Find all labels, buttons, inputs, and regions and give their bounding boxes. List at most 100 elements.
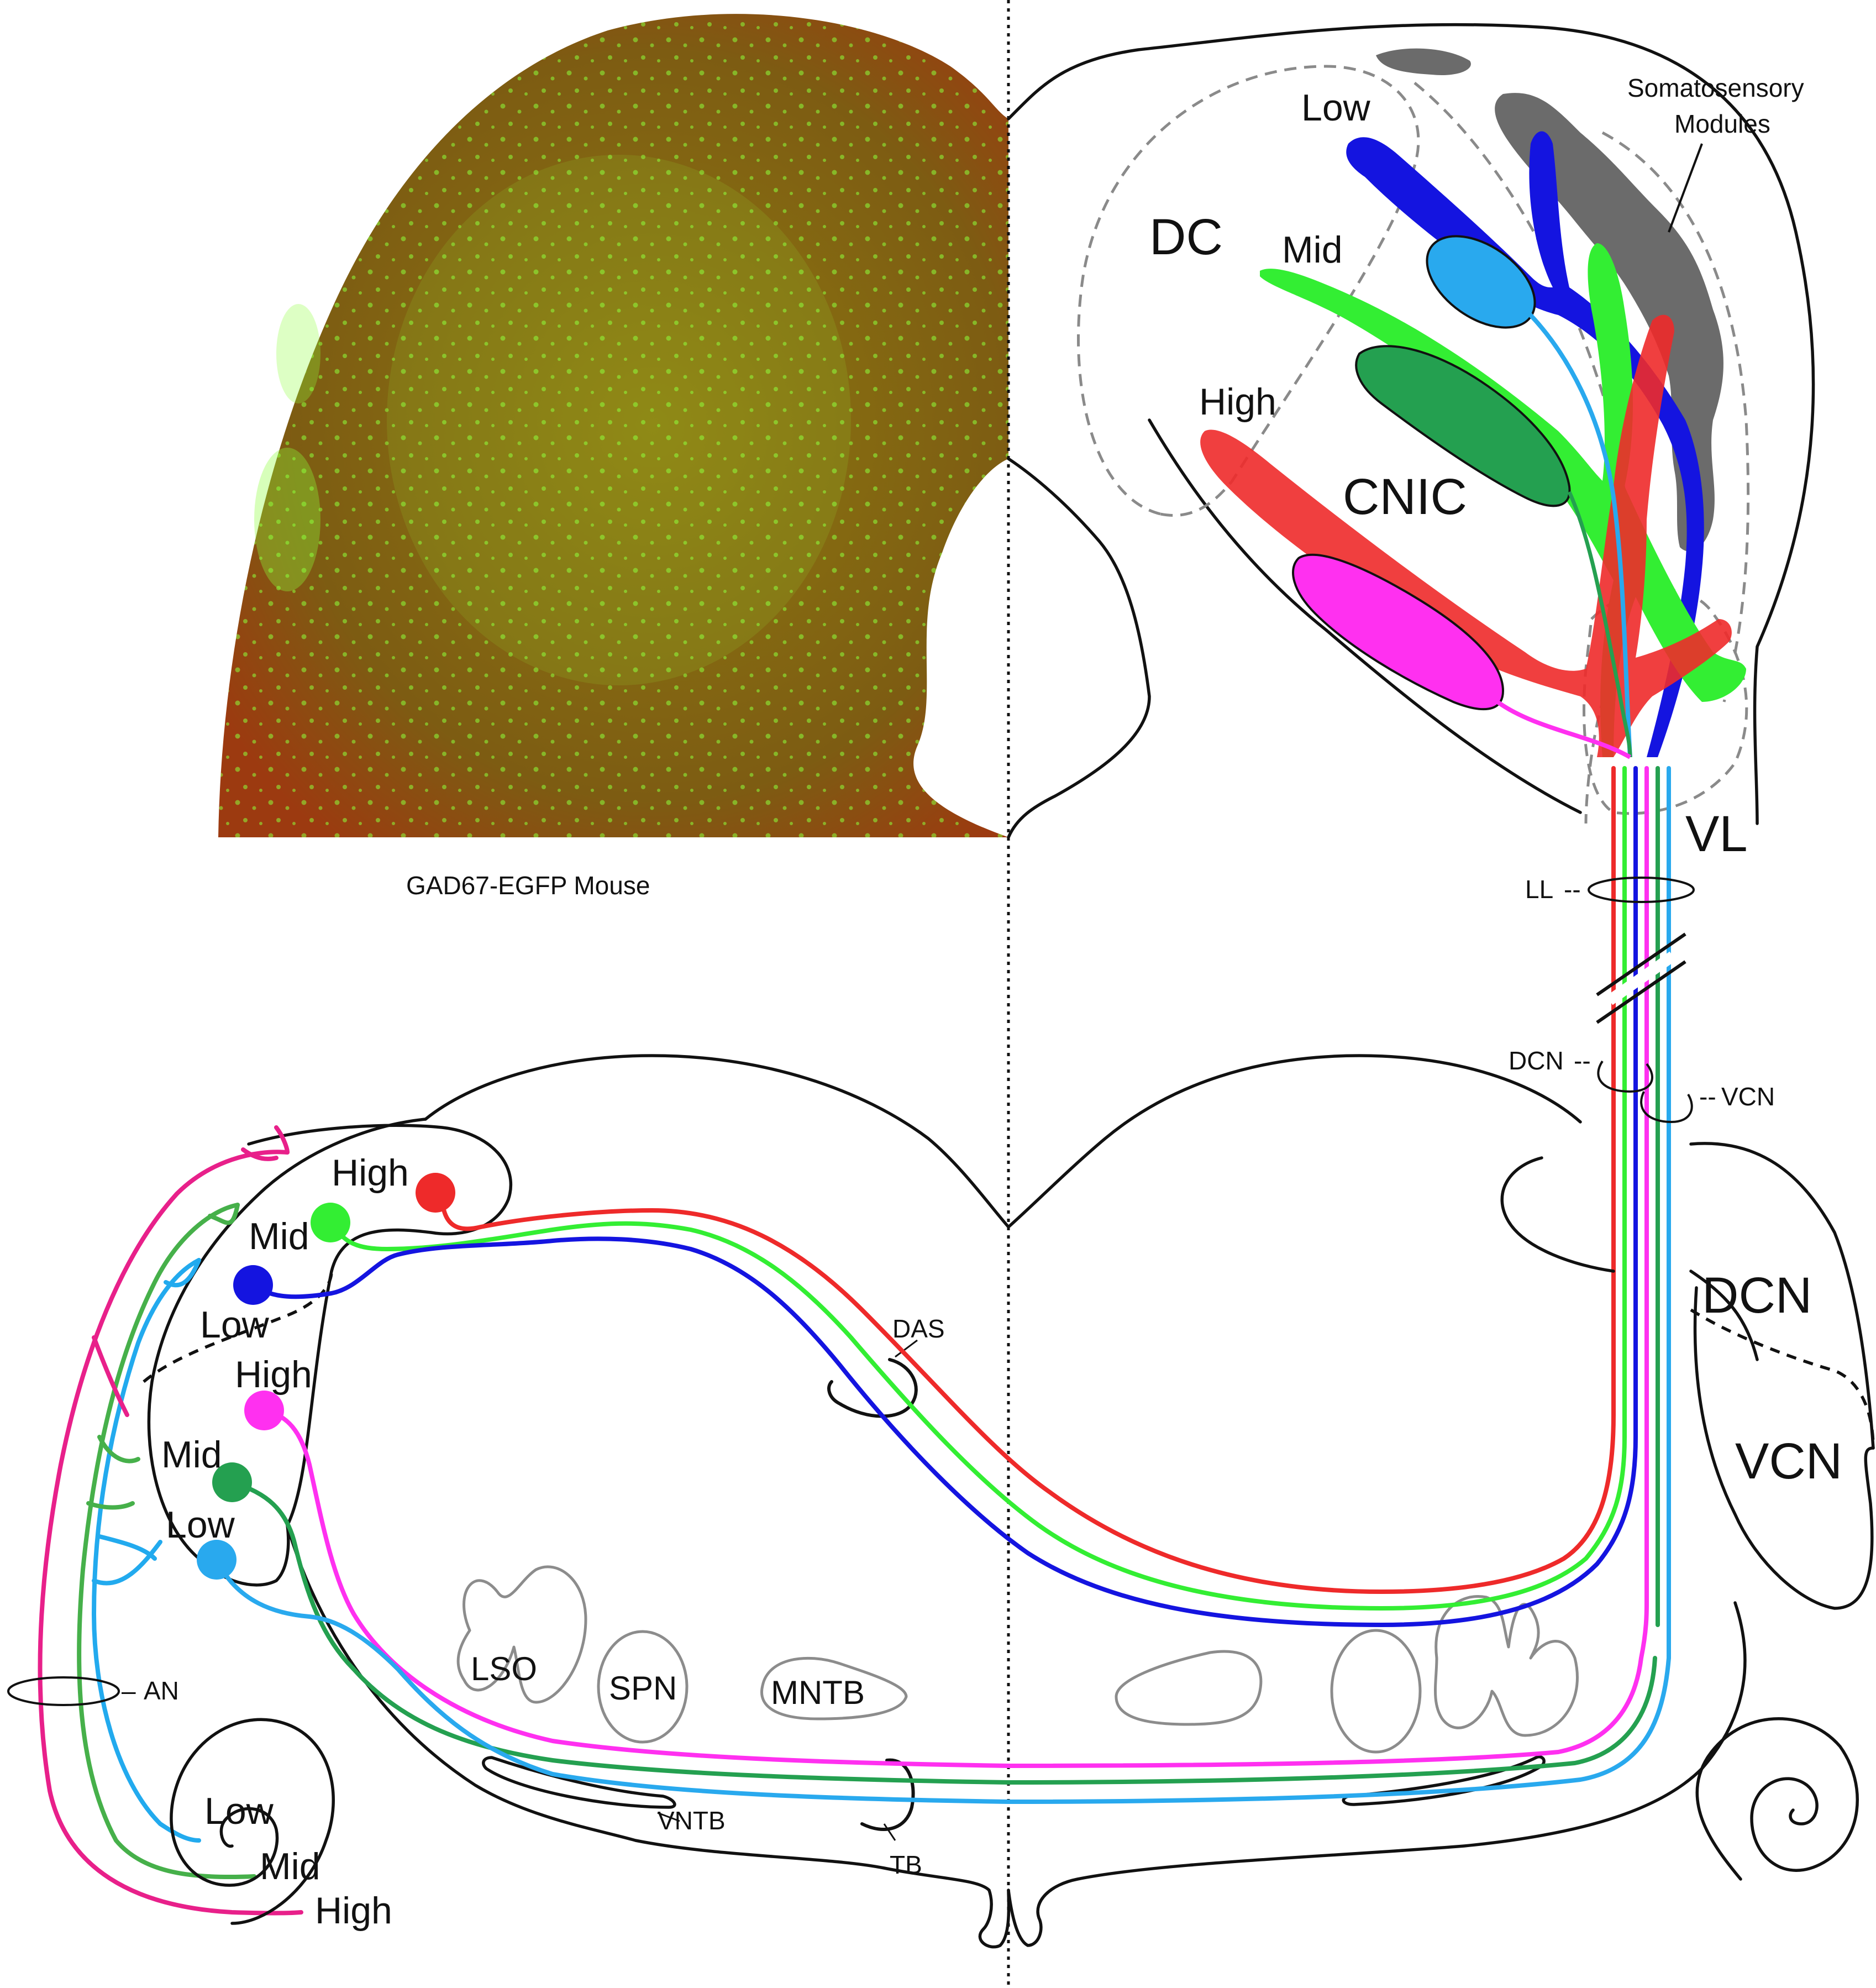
an-low-terminal: [97, 1534, 157, 1561]
an-mid-terminal: [208, 1203, 240, 1225]
spn-right: [1330, 1629, 1422, 1754]
an-low-terminal: [92, 1540, 162, 1586]
somatosensory-label: Somatosensory: [1627, 74, 1804, 102]
ic-mid-label: Mid: [1282, 229, 1343, 271]
micrograph-caption: GAD67-EGFP Mouse: [406, 871, 650, 900]
ic-low-label: Low: [1301, 87, 1371, 129]
right-vcn-outline: [1693, 1286, 1875, 1610]
ic-low-vcn-tail: [1523, 308, 1632, 758]
brainstem-dorsal-left: [424, 1054, 1010, 1229]
mntb-label: MNTB: [771, 1674, 865, 1711]
dcn-high-label: High: [332, 1152, 409, 1194]
an-high-terminal: [92, 1335, 129, 1417]
ic-ventral-lobe: [1007, 457, 1151, 839]
an-high-terminal: [241, 1147, 278, 1161]
lateral-lemniscus: LL -- DCN -- -- VCN: [1509, 766, 1775, 1638]
break-gap: [1606, 951, 1677, 1005]
fiber-mid-dcn: [329, 1219, 1627, 1611]
vcn-mid-label: Mid: [161, 1434, 222, 1476]
left-dcn-outline: [247, 1124, 513, 1273]
tb-pointer: [883, 1823, 896, 1841]
cnic-label: CNIC: [1343, 469, 1467, 525]
ll-dash: --: [1564, 875, 1581, 904]
brainstem-vcn-label: VCN: [1735, 1433, 1842, 1489]
micrograph-central-nucleus: [387, 155, 851, 685]
right-dcn-lobe: [1500, 1156, 1615, 1273]
spn-left: [597, 1630, 689, 1744]
das-label: DAS: [892, 1314, 945, 1343]
right-dcn-vcn-dashed-divider: [1690, 1308, 1875, 1449]
brainstem-ventral-outline-right: [1007, 1601, 1747, 1947]
vcn-tract-label: VCN: [1721, 1082, 1775, 1111]
right-dcn-inner: [1689, 1270, 1759, 1361]
mntb-left: [760, 1656, 908, 1721]
fiber-high-dcn: [440, 1192, 1616, 1594]
ic-high-vcn-oval: [1292, 553, 1505, 711]
left-cn-outline: [147, 1118, 427, 1587]
ll-bracket: [1588, 877, 1695, 903]
brainstem-ventral-outline: [286, 1524, 1011, 1949]
micrograph-bright-patch: [254, 448, 320, 591]
break-mark: [1596, 932, 1686, 996]
mntb-right: [1115, 1650, 1263, 1726]
vcn-high-label: High: [235, 1354, 312, 1396]
fiber-low-dcn: [252, 1236, 1638, 1627]
an-dash: –: [122, 1676, 136, 1705]
ic-inner-outline: [1148, 418, 1582, 814]
ic-lateral-dashed-boundary: [1601, 131, 1750, 702]
cochlea-low-label: Low: [204, 1790, 274, 1832]
break-mark: [1596, 960, 1686, 1024]
ic-high-vcn-tail: [1496, 700, 1631, 759]
an-fiber-high: [38, 1150, 303, 1916]
vcn-low-neuron: [197, 1540, 237, 1580]
ic-outline: [1007, 23, 1815, 825]
dcn-tract-label: DCN: [1509, 1046, 1564, 1075]
ic-high-band: [1200, 314, 1732, 757]
lso-label: LSO: [471, 1650, 537, 1687]
vl-label: VL: [1685, 806, 1748, 862]
somatosensory-label-line2: Modules: [1674, 109, 1770, 138]
an-mid-terminal: [97, 1435, 140, 1464]
fiber-high-vcn: [262, 1408, 1649, 1768]
vcn-fibers: High Mid Low: [161, 1354, 1671, 1804]
somatosensory-pointer: [1668, 143, 1703, 233]
an-bracket: [7, 1676, 120, 1706]
dcn-fibers: High Mid Low: [200, 1152, 1638, 1627]
ic-high-label: High: [1199, 381, 1276, 423]
an-high-terminal: [274, 1125, 290, 1155]
dcn-mid-label: Mid: [249, 1215, 309, 1257]
micrograph-cell-layer: [218, 14, 1008, 838]
lso-right: [1434, 1595, 1579, 1737]
vcn-high-neuron: [244, 1391, 284, 1430]
left-dcn-vcn-dashed-divider: [143, 1271, 333, 1383]
micrograph-bright-patch: [276, 304, 320, 403]
dcn-low-label: Low: [200, 1304, 270, 1346]
lso-left: [456, 1565, 587, 1704]
dcn-tract-bracket: [1597, 1060, 1653, 1093]
tb-bracket: [860, 1758, 915, 1831]
an-label: AN: [144, 1676, 179, 1705]
left-vcn-inner: [286, 1270, 333, 1527]
vntb-right: [1342, 1755, 1546, 1806]
right-cochlea-spiral: [1695, 1717, 1859, 1881]
right-cochlea: [1695, 1717, 1859, 1881]
dc-label: DC: [1149, 209, 1223, 265]
vcn-mid-neuron: [212, 1462, 252, 1502]
fiber-low-vcn: [214, 1557, 1671, 1804]
ll-label: LL: [1525, 875, 1553, 904]
dc-region-outline: [1077, 65, 1420, 517]
brainstem-dorsal-right: [1007, 1054, 1582, 1229]
inferior-colliculus: DC CNIC VL Low Mid High Somatosensory Mo…: [1007, 23, 1815, 862]
fiber-mid-vcn: [230, 1480, 1657, 1785]
vntb-left: [482, 1756, 676, 1809]
an-fiber-mid: [77, 1203, 256, 1880]
vcn-low-label: Low: [166, 1504, 235, 1546]
das-pointer: [895, 1339, 918, 1358]
auditory-nerve: – AN: [7, 1125, 303, 1916]
spn-label: SPN: [609, 1670, 677, 1707]
cochlea-mid-label: Mid: [260, 1845, 320, 1887]
ic-dashed-boundary: [1413, 82, 1631, 824]
an-low-terminal: [164, 1258, 201, 1288]
